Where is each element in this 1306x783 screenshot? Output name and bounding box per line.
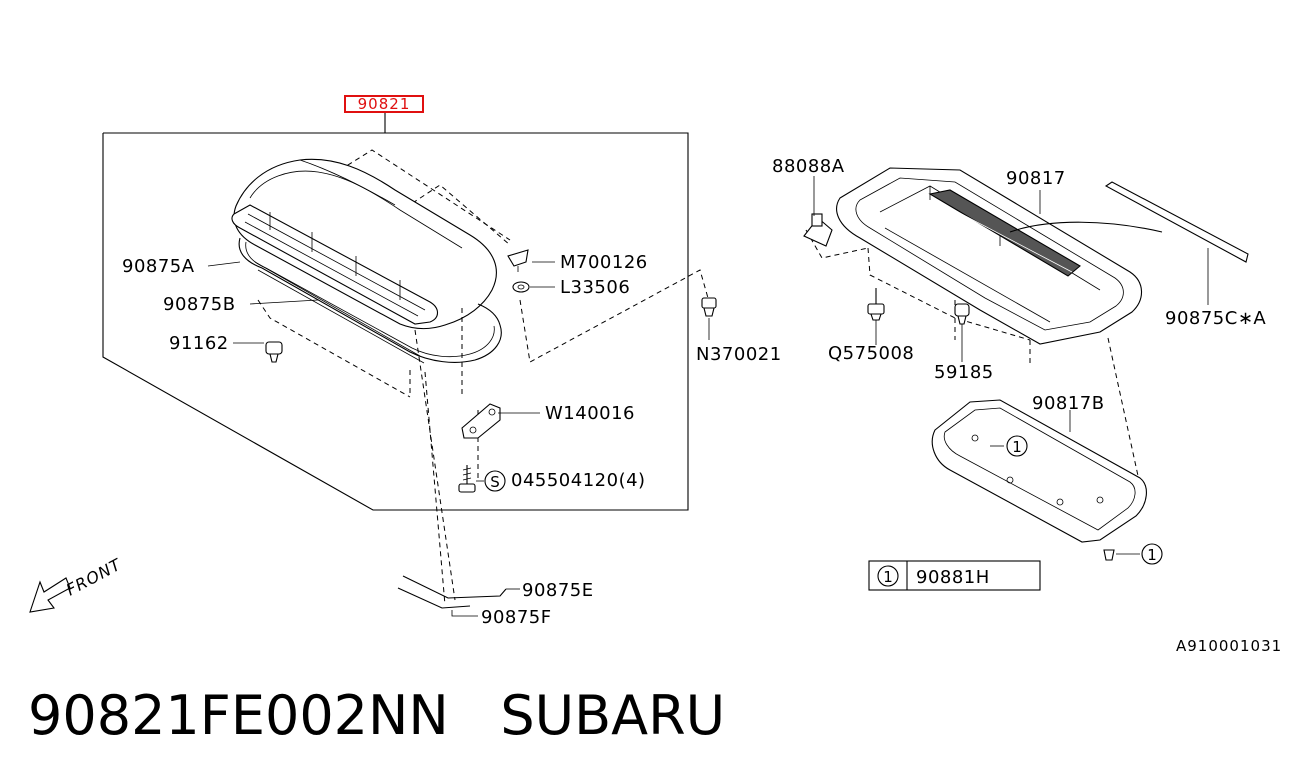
symbol-s-circle: S bbox=[484, 470, 506, 492]
label-88088A[interactable]: 88088A bbox=[772, 156, 845, 177]
fastener-m700126 bbox=[507, 249, 529, 272]
label-90875CA[interactable]: 90875C∗A bbox=[1165, 308, 1266, 329]
leader-lines-left bbox=[207, 261, 710, 482]
front-arrow: FRONT bbox=[29, 555, 125, 613]
strip-90875CA bbox=[1104, 181, 1249, 305]
legend-number: 1 bbox=[883, 568, 893, 586]
callout-1-pan-text: 1 bbox=[1012, 438, 1022, 456]
legend-table: 1 90881H bbox=[868, 560, 1041, 591]
label-N370021[interactable]: N370021 bbox=[696, 344, 782, 365]
label-90875B[interactable]: 90875B bbox=[163, 294, 236, 315]
label-M700126[interactable]: M700126 bbox=[560, 252, 648, 273]
footer-part-number: 90821FE002NN bbox=[28, 684, 449, 747]
callout-1-bottom[interactable]: 1 bbox=[1141, 543, 1163, 565]
label-W140016[interactable]: W140016 bbox=[545, 403, 635, 424]
bolt-Q575008 bbox=[867, 288, 885, 321]
clip-88088A bbox=[803, 213, 833, 247]
label-90817B[interactable]: 90817B bbox=[1032, 393, 1105, 414]
nut-n370021 bbox=[701, 297, 717, 317]
label-045504120[interactable]: 045504120(4) bbox=[511, 470, 646, 491]
label-91162[interactable]: 91162 bbox=[169, 333, 229, 354]
label-90875A[interactable]: 90875A bbox=[122, 256, 195, 277]
callout-1-bottom-text: 1 bbox=[1147, 546, 1157, 564]
assembly-frame bbox=[102, 112, 689, 511]
legend-part-label[interactable]: 90881H bbox=[916, 567, 990, 588]
symbol-s-text: S bbox=[490, 473, 500, 491]
screw-045504120 bbox=[458, 465, 476, 493]
label-Q575008[interactable]: Q575008 bbox=[828, 343, 914, 364]
pan-90817B bbox=[931, 399, 1147, 561]
hood-scoop-drawing bbox=[231, 149, 709, 606]
label-59185[interactable]: 59185 bbox=[934, 362, 994, 383]
main-assembly-label: 90821 bbox=[358, 95, 411, 113]
footer-brand: SUBARU bbox=[500, 684, 726, 747]
leader-lines-right bbox=[813, 176, 1140, 555]
label-90875E[interactable]: 90875E bbox=[522, 580, 594, 601]
diagram-code: A910001031 bbox=[1176, 637, 1282, 655]
part-footer: 90821FE002NN SUBARU bbox=[28, 684, 725, 748]
label-90875F[interactable]: 90875F bbox=[481, 607, 552, 628]
fastener-91162 bbox=[265, 341, 283, 363]
callout-1-pan[interactable]: 1 bbox=[1006, 435, 1028, 457]
front-label: FRONT bbox=[63, 555, 125, 600]
moulding-strips bbox=[397, 575, 520, 617]
label-L33506[interactable]: L33506 bbox=[560, 277, 630, 298]
bracket-w140016 bbox=[461, 403, 501, 439]
washer-l33506 bbox=[512, 281, 530, 293]
clip-59185 bbox=[954, 303, 970, 325]
main-assembly-callout[interactable]: 90821 bbox=[344, 95, 424, 113]
label-90817[interactable]: 90817 bbox=[1006, 168, 1066, 189]
